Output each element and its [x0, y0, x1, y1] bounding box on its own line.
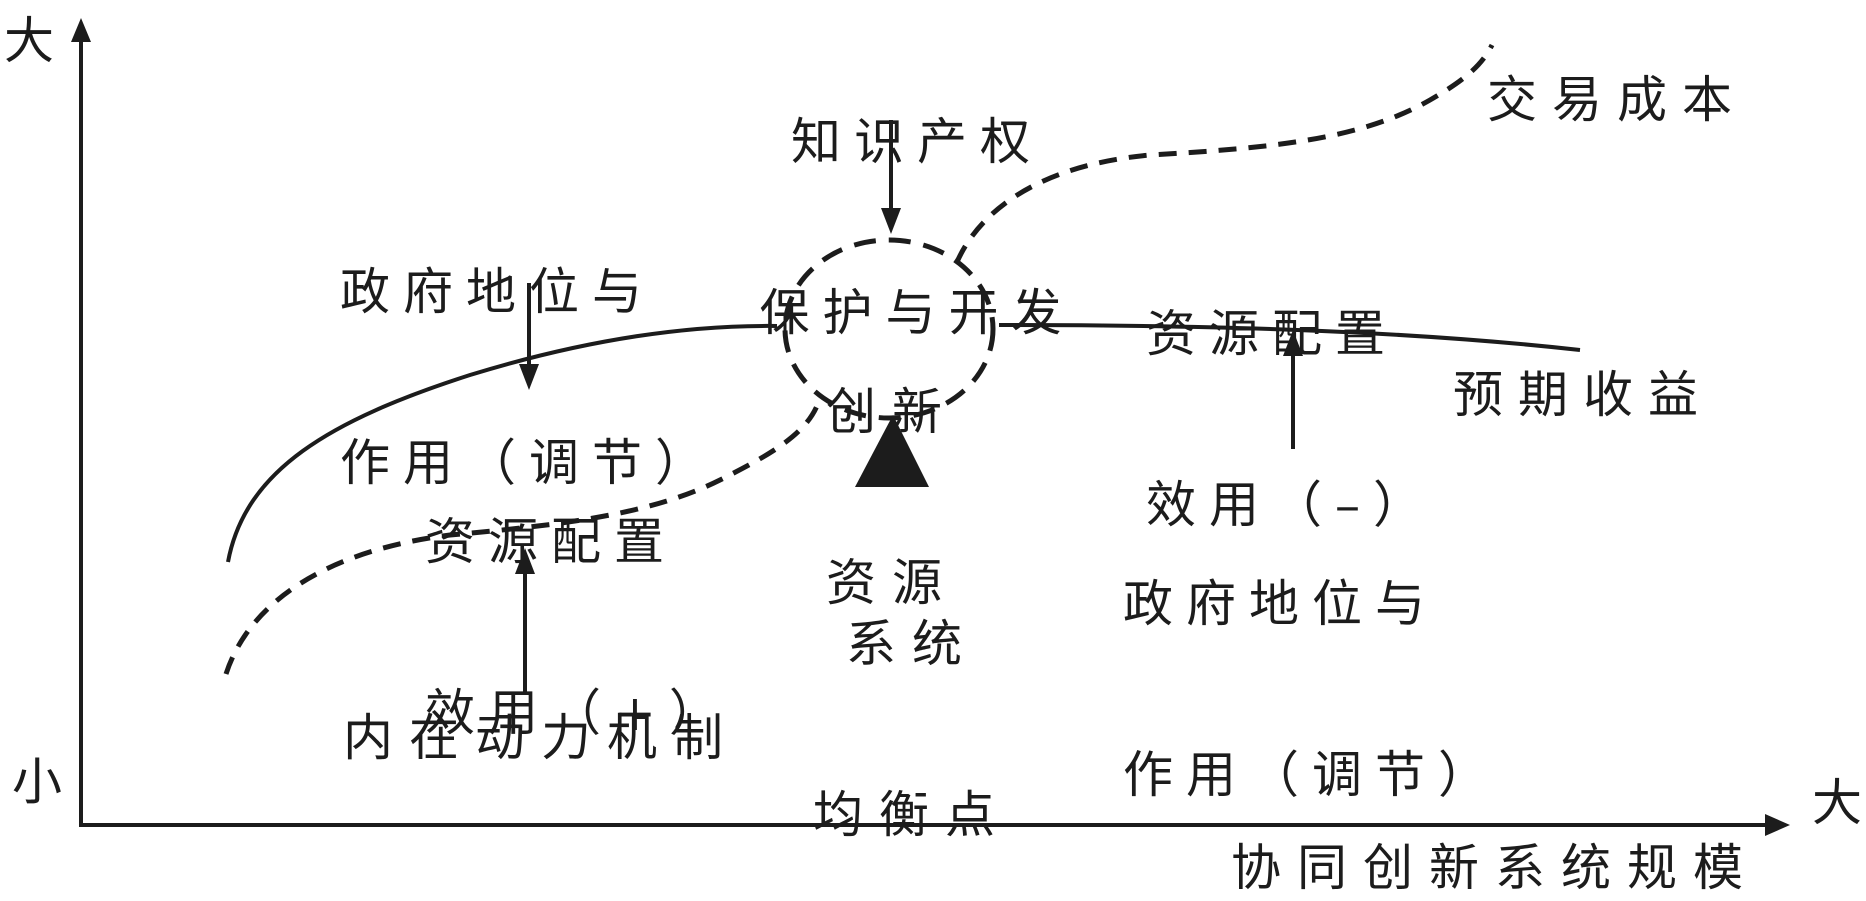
- transaction-cost-label: 交易成本: [1487, 71, 1747, 129]
- arrowhead-intrinsic-up: [515, 548, 535, 574]
- allocation-negative-label: 资源配置 效用（–）: [1146, 192, 1436, 591]
- x-axis-title: 协同创新系统规模: [1231, 839, 1759, 897]
- gov-role-right-label: 政府地位与 作用（调节）: [1123, 462, 1501, 861]
- equilibrium-label: 系统 均衡点: [812, 502, 1012, 901]
- innovation-resource-text: 创新 资源: [826, 270, 958, 669]
- equilibrium-line-2: 均衡点: [813, 786, 1011, 844]
- equilibrium-triangle-icon: [855, 415, 929, 487]
- allocation-negative-line-1: 资源配置: [1146, 305, 1398, 363]
- gov-role-right-line-1: 政府地位与: [1123, 575, 1438, 633]
- innovation-resource-line-1: 创新: [826, 383, 958, 441]
- y-axis-high-label: 大: [4, 12, 54, 70]
- ip-protection-line-2: 保护与开发: [759, 284, 1075, 342]
- expected-return-curve-left: [226, 323, 778, 563]
- allocation-positive-line-2: 效用（+）: [425, 684, 732, 742]
- x-axis-arrowhead: [1765, 814, 1790, 836]
- x-axis-high-label: 大: [1812, 774, 1862, 832]
- transaction-cost-curve-upper: [954, 43, 1495, 264]
- arrowhead-gov-right-up: [1283, 330, 1303, 356]
- innovation-resource-node: [782, 237, 996, 421]
- equilibrium-line-1: 系统: [846, 615, 978, 673]
- ip-protection-line-1: 知识产权: [791, 113, 1043, 171]
- gov-role-left-line-1: 政府地位与: [340, 263, 655, 321]
- gov-role-right-line-2: 作用（调节）: [1123, 746, 1501, 804]
- y-axis-low-label: 小: [12, 753, 62, 811]
- arrowhead-gov-left-down: [519, 364, 539, 390]
- innovation-resource-line-2: 资源: [826, 554, 958, 612]
- y-axis-arrowhead: [71, 18, 91, 42]
- allocation-negative-line-2: 效用（–）: [1146, 476, 1436, 534]
- expected-return-curve-right: [998, 323, 1581, 352]
- intrinsic-mechanism-label: 内在动力机制: [343, 709, 739, 767]
- transaction-cost-curve-lower: [223, 397, 823, 675]
- allocation-positive-label: 资源配置 效用（+）: [425, 400, 732, 799]
- ip-protection-label: 知识产权 保护与开发: [752, 0, 1082, 399]
- arrowhead-ip-to-resource: [881, 208, 901, 234]
- allocation-positive-line-1: 资源配置: [425, 513, 677, 571]
- gov-role-left-line-2: 作用（调节）: [340, 434, 718, 492]
- gov-role-left-label: 政府地位与 作用（调节）: [340, 150, 718, 549]
- expected-return-label: 预期收益: [1453, 366, 1713, 424]
